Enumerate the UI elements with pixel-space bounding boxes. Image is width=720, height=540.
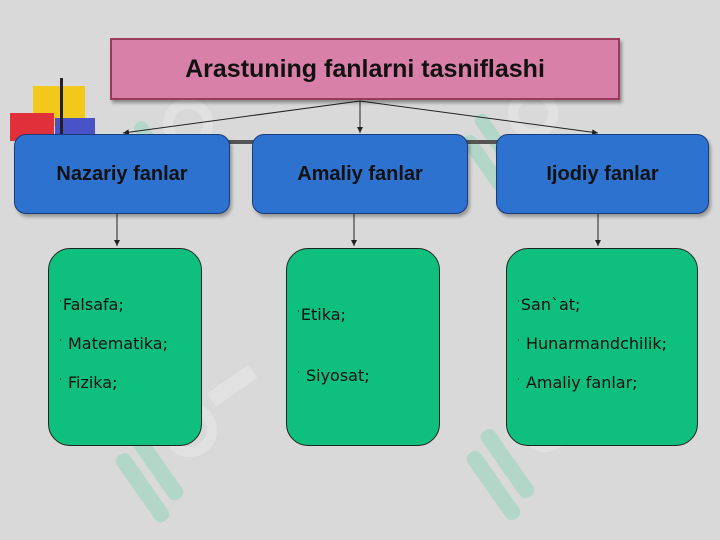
- corner-decoration-line: [60, 78, 63, 138]
- category-label: Nazariy fanlar: [56, 162, 188, 185]
- items-box-nazariy: ·Falsafa; · Matematika; · Fizika;: [48, 248, 202, 446]
- list-item: · Amaliy fanlar;: [517, 373, 638, 392]
- arrow-to-nazariy: [122, 100, 361, 136]
- items-box-ijodiy: ·San`at; · Hunarmandchilik; · Amaliy fan…: [506, 248, 698, 446]
- list-item: · Fizika;: [59, 373, 118, 392]
- list-item: ·San`at;: [517, 295, 581, 314]
- list-item: · Siyosat;: [297, 366, 370, 385]
- category-label: Amaliy fanlar: [297, 162, 423, 185]
- category-label: Ijodiy fanlar: [546, 162, 659, 185]
- category-box-nazariy: Nazariy fanlar: [14, 134, 230, 214]
- items-box-amaliy: ·Etika; · Siyosat;: [286, 248, 440, 446]
- category-box-amaliy: Amaliy fanlar: [252, 134, 468, 214]
- list-item: · Matematika;: [59, 334, 168, 353]
- title-text: Arastuning fanlarni tasniflashi: [185, 54, 545, 83]
- list-item: · Hunarmandchilik;: [517, 334, 667, 353]
- list-item: ·Falsafa;: [59, 295, 124, 314]
- arrow-to-ijodiy: [359, 100, 599, 136]
- category-box-ijodiy: Ijodiy fanlar: [496, 134, 709, 214]
- list-item: ·Etika;: [297, 305, 346, 324]
- title-box: Arastuning fanlarni tasniflashi: [110, 38, 620, 100]
